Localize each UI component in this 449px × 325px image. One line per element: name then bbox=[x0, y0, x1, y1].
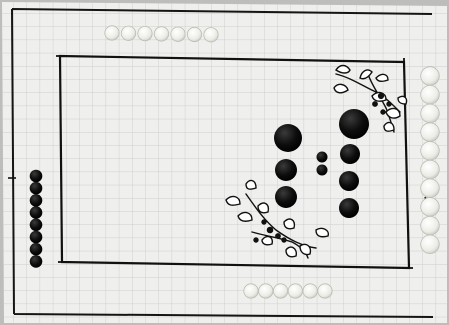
captured-white-stone bbox=[421, 198, 440, 217]
board-black-stone bbox=[317, 152, 328, 163]
captured-white-stone bbox=[121, 26, 135, 40]
board-black-stone bbox=[340, 144, 360, 164]
captured-white-stone bbox=[421, 104, 440, 123]
captured-white-stone bbox=[105, 26, 119, 40]
captured-white-stone bbox=[318, 284, 332, 298]
board-black-stone bbox=[317, 165, 328, 176]
captured-white-stone bbox=[171, 27, 185, 41]
captured-white-stone bbox=[303, 284, 317, 298]
captured-white-stone bbox=[259, 284, 273, 298]
captured-white-stone bbox=[421, 142, 440, 161]
board-black-stone bbox=[339, 109, 369, 139]
captured-white-stone bbox=[244, 284, 258, 298]
board-black-stone bbox=[274, 124, 302, 152]
captured-white-stone bbox=[154, 27, 168, 41]
board-black-stone bbox=[275, 159, 297, 181]
captured-white-stone bbox=[421, 123, 440, 142]
captured-white-stone bbox=[421, 235, 440, 254]
captured-white-stone bbox=[204, 28, 218, 42]
captured-black-stone bbox=[30, 219, 43, 232]
captured-black-stone bbox=[30, 255, 43, 268]
board-black-stone bbox=[339, 198, 359, 218]
captured-white-stone bbox=[273, 284, 287, 298]
captured-white-stone bbox=[421, 216, 440, 235]
captured-black-stone bbox=[30, 243, 43, 256]
captured-black-stone bbox=[30, 231, 43, 244]
captured-white-stone bbox=[421, 67, 440, 86]
captured-black-stone bbox=[30, 194, 43, 207]
captured-black-stone bbox=[30, 182, 43, 195]
captured-white-stone bbox=[138, 26, 152, 40]
board-black-stone bbox=[339, 171, 359, 191]
captured-white-stone bbox=[421, 179, 440, 198]
captured-black-stone bbox=[30, 206, 43, 219]
captured-white-stone bbox=[421, 160, 440, 179]
captured-black-stone bbox=[30, 170, 43, 183]
captured-white-stone bbox=[187, 27, 201, 41]
captured-white-stone bbox=[421, 85, 440, 104]
board-black-stone bbox=[275, 186, 297, 208]
captured-white-stone bbox=[288, 284, 302, 298]
